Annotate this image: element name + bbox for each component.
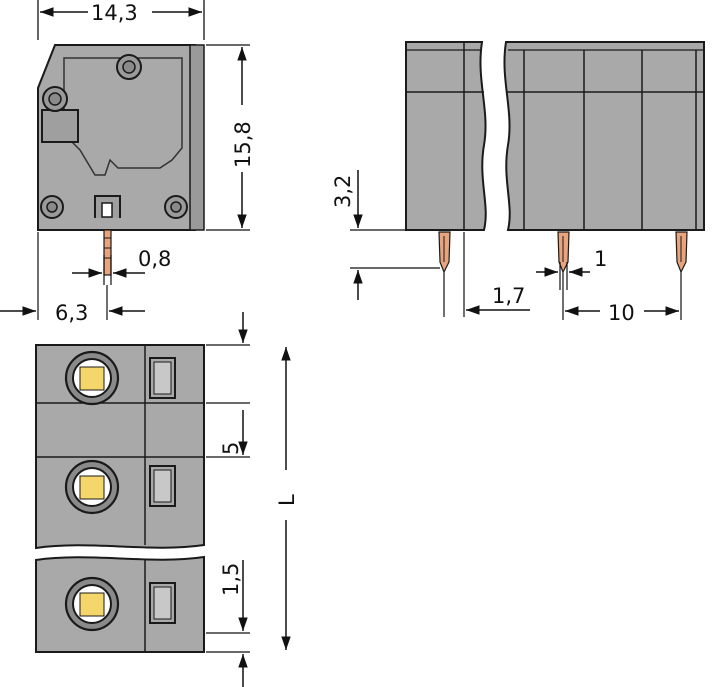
side-view: [37, 44, 205, 276]
dim-label-14-3: 14,3: [91, 1, 138, 25]
side-housing-edge: [189, 44, 205, 231]
dim-pin-diameter: 1: [536, 247, 607, 290]
dim-label-l: L: [275, 494, 299, 506]
pin: [675, 231, 688, 274]
clamp-slot: [149, 357, 176, 399]
side-housing: [37, 44, 196, 231]
front-housing-left: [405, 41, 487, 231]
wire-entry-icon: [64, 459, 120, 515]
dim-end-margin-top-arrow: [206, 312, 250, 346]
top-view: [35, 344, 205, 653]
dim-label-1: 1: [594, 247, 607, 271]
side-pin: [103, 229, 112, 276]
dim-label-15-8: 15,8: [231, 121, 255, 168]
dim-width-top: 14,3: [37, 0, 205, 40]
screw-icon: [164, 195, 188, 219]
screw-icon: [42, 86, 68, 112]
dim-pin-thickness: 0,8: [72, 247, 171, 285]
dim-label-0-8: 0,8: [138, 247, 171, 271]
dim-pin-from-edge: 1,7: [443, 232, 530, 317]
front-housing-right: [503, 41, 705, 231]
wire-entry-icon: [64, 576, 120, 632]
side-pin-slot: [101, 202, 113, 218]
dim-length: L: [275, 347, 299, 650]
top-housing-upper: [35, 344, 205, 550]
dim-label-5: 5: [219, 442, 243, 455]
dim-pitch-10: 10: [562, 272, 682, 325]
clamp-slot: [149, 465, 176, 507]
dim-label-1-7: 1,7: [492, 284, 525, 308]
dim-end-margin: 1,5: [206, 560, 250, 687]
front-view: [405, 41, 705, 274]
side-lever-window: [41, 109, 79, 143]
screw-icon: [116, 54, 142, 80]
screw-icon: [40, 195, 64, 219]
dim-label-10: 10: [608, 301, 635, 325]
dim-label-6-3: 6,3: [55, 301, 88, 325]
dim-pin-length: 3,2: [331, 170, 440, 300]
wire-entry-icon: [64, 350, 120, 406]
dim-pitch-5: 5: [206, 402, 250, 458]
pin: [438, 231, 451, 274]
pin: [557, 231, 570, 274]
top-housing-lower: [35, 555, 205, 653]
clamp-slot: [149, 582, 176, 624]
dim-pin-offset: 6,3: [0, 232, 145, 325]
dim-height-side: 15,8: [206, 44, 255, 231]
dim-label-3-2: 3,2: [331, 175, 355, 208]
dim-label-1-5: 1,5: [219, 563, 243, 596]
